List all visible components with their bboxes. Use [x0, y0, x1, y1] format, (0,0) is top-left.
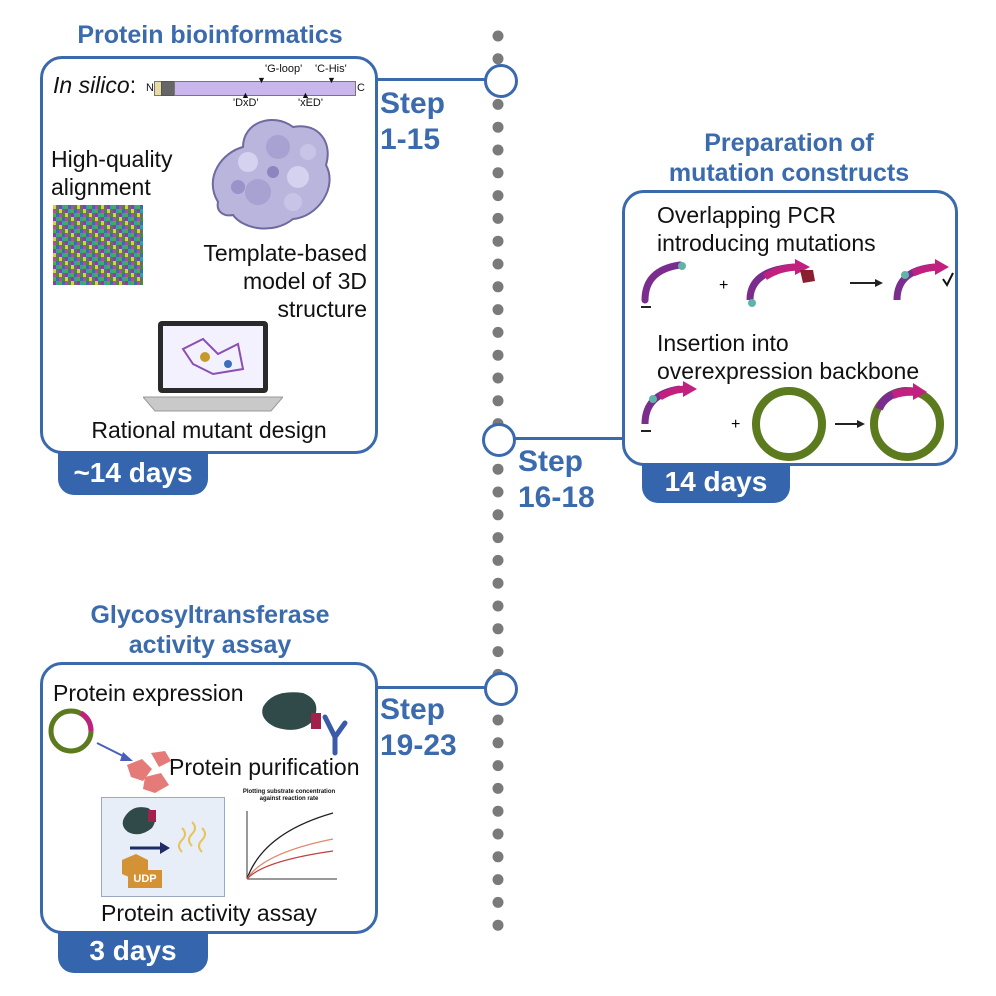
timeline-dot	[492, 851, 504, 863]
timeline-dot	[492, 190, 504, 202]
expression-diagram	[48, 708, 171, 793]
timeline-dot	[492, 646, 504, 658]
timeline-dot	[492, 737, 504, 749]
timeline-dot	[492, 714, 504, 726]
timeline-dot	[492, 532, 504, 544]
timeline-dot	[492, 509, 504, 521]
timeline-dot	[492, 600, 504, 612]
connector-step1	[378, 78, 490, 81]
timeline-dot	[492, 623, 504, 635]
backbone-insertion-diagram: +	[641, 381, 944, 461]
sequence-alignment-image	[53, 205, 143, 285]
protein-purification-label: Protein purification	[169, 754, 360, 780]
antibody-purification-icon	[262, 692, 348, 756]
c-his-marker-icon: ▼	[327, 75, 336, 85]
panel1-title: Protein bioinformatics	[77, 21, 343, 49]
kinetics-chart-title: Plotting substrate concentration against…	[242, 789, 336, 802]
timeline-node-step3	[484, 672, 518, 706]
kinetics-curves-icon	[246, 811, 337, 880]
enzyme-reaction-icon	[122, 807, 206, 880]
udp-label: UDP	[128, 870, 162, 888]
timeline-dot	[492, 805, 504, 817]
timeline-dotted-line	[492, 30, 504, 931]
timeline-dot	[492, 760, 504, 772]
motif-c-his-label: 'C-His'	[315, 63, 347, 75]
panel3-duration-badge: 3 days	[58, 931, 208, 973]
panel1-duration-badge: ~14 days	[58, 451, 208, 495]
activity-assay-label: Protein activity assay	[100, 900, 318, 926]
timeline-dot	[492, 349, 504, 361]
timeline-dot	[492, 874, 504, 886]
timeline-dot	[492, 258, 504, 270]
g-loop-marker-icon: ▼	[257, 75, 266, 85]
timeline-dot	[492, 919, 504, 931]
timeline-dot	[492, 554, 504, 566]
connector-step2	[508, 437, 624, 440]
in-silico-label: In silico:	[53, 72, 137, 98]
timeline-dot	[492, 212, 504, 224]
timeline-dot	[492, 577, 504, 589]
panel1-box: In silico: N C 'G-loop' 'C-His' 'DxD' 'x…	[40, 56, 378, 454]
connector-step3	[378, 686, 490, 689]
timeline-dot	[492, 235, 504, 247]
c-terminus-label: C	[357, 82, 365, 94]
laptop-icon	[143, 321, 283, 412]
protein-expression-label: Protein expression	[53, 680, 244, 706]
n-terminal-domain-block	[161, 81, 175, 96]
kinetics-chart-thumbnail: Plotting substrate concentration against…	[233, 789, 345, 897]
timeline-dot	[492, 121, 504, 133]
timeline-dot	[492, 828, 504, 840]
timeline-dot	[492, 395, 504, 407]
motif-dxd-label: 'DxD'	[233, 97, 259, 109]
n-terminus-label: N	[146, 82, 154, 94]
timeline-dot	[492, 98, 504, 110]
svg-text:+: +	[719, 277, 728, 294]
timeline-dot	[492, 782, 504, 794]
timeline-node-step2	[482, 423, 516, 457]
panel3-box: Protein expression Protein purification	[40, 662, 378, 934]
timeline-dot	[492, 53, 504, 65]
protein-3d-structure-image	[211, 118, 331, 230]
timeline-dot	[492, 463, 504, 475]
rational-design-label: Rational mutant design	[91, 417, 327, 443]
timeline-dot	[492, 167, 504, 179]
timeline-dot	[492, 281, 504, 293]
protein-sequence-bar	[174, 81, 356, 96]
timeline-node-step1	[484, 64, 518, 98]
svg-text:+: +	[731, 416, 740, 433]
pcr-overlap-diagram: +	[641, 259, 954, 308]
timeline-dot	[492, 896, 504, 908]
dxd-marker-icon: ▲	[241, 90, 250, 100]
motif-xed-label: 'xED'	[298, 97, 323, 109]
timeline-dot	[492, 30, 504, 42]
timeline-dot	[492, 326, 504, 338]
activity-assay-illustration: UDP	[101, 797, 225, 897]
timeline-dot	[492, 144, 504, 156]
timeline-dot	[492, 304, 504, 316]
panel2-duration-badge: 14 days	[642, 463, 790, 503]
timeline-dot	[492, 372, 504, 384]
xed-marker-icon: ▲	[301, 90, 310, 100]
motif-g-loop-label: 'G-loop'	[265, 63, 303, 75]
timeline-dot	[492, 486, 504, 498]
